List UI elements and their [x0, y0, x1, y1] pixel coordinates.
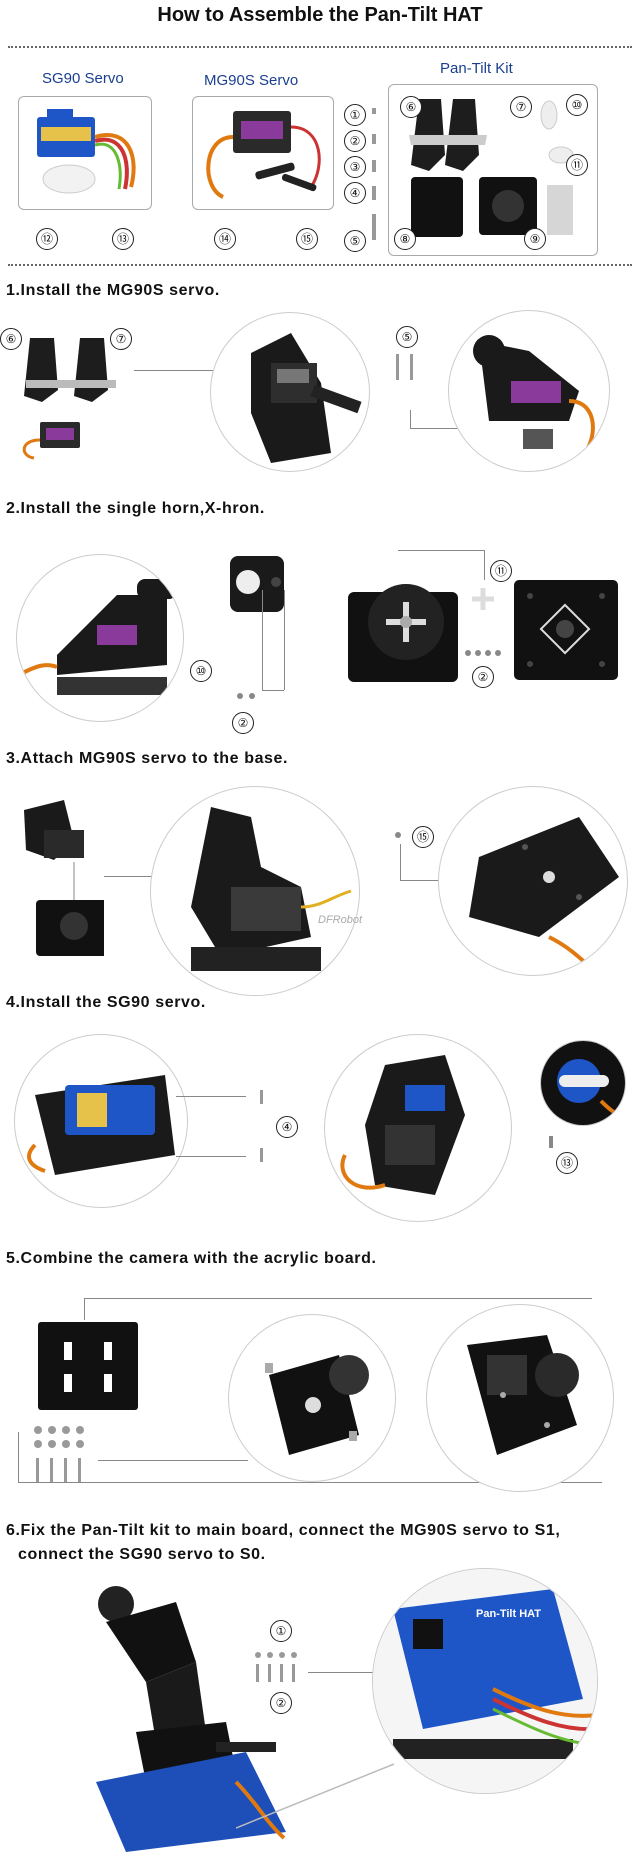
connector-line	[98, 1460, 248, 1461]
screws-column	[370, 104, 378, 248]
step1-screws	[392, 354, 422, 394]
step4-screw	[546, 1136, 556, 1148]
connector-line	[284, 590, 285, 690]
step2-plate-image	[510, 576, 622, 686]
step5-detail-circle	[228, 1314, 396, 1482]
step4-number-13: ⑬	[556, 1152, 578, 1174]
step-6-heading-line-1: 6.Fix the Pan-Tilt kit to main board, co…	[6, 1522, 561, 1539]
connector-line	[18, 1482, 602, 1483]
part-number-15: ⑮	[296, 228, 318, 250]
step2-detail-circle	[16, 554, 184, 722]
step-4-heading: 4.Install the SG90 servo.	[6, 994, 206, 1011]
step3-detail-circle	[150, 786, 360, 996]
part-number-1: ①	[344, 104, 366, 126]
step-5-heading: 5.Combine the camera with the acrylic bo…	[6, 1250, 377, 1267]
step6-assembled-kit	[86, 1582, 286, 1852]
connector-line	[84, 1298, 85, 1320]
part-number-6: ⑥	[400, 96, 422, 118]
board-label: Pan-Tilt HAT	[476, 1608, 541, 1620]
part-number-10: ⑩	[566, 94, 588, 116]
page-title: How to Assemble the Pan-Tilt HAT	[157, 4, 483, 26]
step6-detail-circle	[372, 1568, 598, 1794]
step2-number-11: ⑪	[490, 560, 512, 582]
divider	[8, 264, 632, 266]
step3-number-15: ⑮	[412, 826, 434, 848]
part-number-4: ④	[344, 182, 366, 204]
sg90-label: SG90 Servo	[42, 70, 124, 87]
step4-horn-circle	[540, 1040, 626, 1126]
step3-screw	[394, 830, 402, 840]
step6-number-1: ①	[270, 1620, 292, 1642]
connector-line	[484, 550, 485, 580]
connector-line	[18, 1432, 19, 1482]
step1-brackets-image	[10, 330, 130, 460]
step-2-heading: 2.Install the single horn,X-hron.	[6, 500, 265, 517]
part-number-2: ②	[344, 130, 366, 152]
step4-result-circle	[324, 1034, 512, 1222]
connector-line	[134, 370, 226, 371]
step-3-heading: 3.Attach MG90S servo to the base.	[6, 750, 289, 767]
step5-acrylic-board	[36, 1320, 140, 1412]
divider	[8, 46, 632, 48]
step5-screws	[28, 1424, 98, 1486]
step-1-heading: 1.Install the MG90S servo.	[6, 282, 220, 299]
step2-screws	[234, 690, 264, 702]
step4-number-4: ④	[276, 1116, 298, 1138]
connector-line	[398, 550, 484, 551]
step2-xhorn	[470, 586, 496, 612]
part-number-9: ⑨	[524, 228, 546, 250]
step1-number-6: ⑥	[0, 328, 22, 350]
connector-line	[104, 876, 154, 877]
step2-horn-image	[220, 546, 300, 626]
connector-line	[400, 844, 401, 880]
part-number-7: ⑦	[510, 96, 532, 118]
kit-label: Pan-Tilt Kit	[440, 60, 513, 77]
part-number-14: ⑭	[214, 228, 236, 250]
mg90s-label: MG90S Servo	[204, 72, 299, 89]
part-number-11: ⑪	[566, 154, 588, 176]
mg90s-servo-image	[192, 96, 334, 210]
step2-number-2: ②	[232, 712, 254, 734]
step1-number-5: ⑤	[396, 326, 418, 348]
step6-screws	[252, 1650, 308, 1686]
part-number-12: ⑫	[36, 228, 58, 250]
step3-result-circle	[438, 786, 628, 976]
step3-parts-image	[14, 800, 104, 960]
connector-line	[410, 428, 500, 429]
connector-line	[262, 690, 284, 691]
connector-line	[262, 590, 263, 690]
part-number-3: ③	[344, 156, 366, 178]
part-number-8: ⑧	[394, 228, 416, 250]
step6-number-2: ②	[270, 1692, 292, 1714]
pan-tilt-kit-image	[388, 84, 598, 256]
connector-line	[176, 1096, 246, 1097]
step1-result-circle	[448, 310, 610, 472]
part-number-5: ⑤	[344, 230, 366, 252]
step6-connector	[236, 1760, 396, 1830]
step2-base-image	[346, 566, 464, 688]
connector-line	[176, 1156, 246, 1157]
part-number-13: ⑬	[112, 228, 134, 250]
step4-screws	[256, 1086, 268, 1166]
step2-number-10: ⑩	[190, 660, 212, 682]
step4-detail-circle	[14, 1034, 188, 1208]
step5-result-circle	[426, 1304, 614, 1492]
step1-detail-circle	[210, 312, 370, 472]
connector-line	[410, 410, 411, 428]
step2-screws-b	[462, 648, 502, 658]
watermark: DFRobot	[318, 914, 363, 926]
sg90-servo-image	[18, 96, 152, 210]
step2-number-2b: ②	[472, 666, 494, 688]
connector-line	[308, 1672, 408, 1673]
step1-number-7: ⑦	[110, 328, 132, 350]
step-6-heading-line-2: connect the SG90 servo to S0.	[18, 1546, 266, 1563]
connector-line	[84, 1298, 592, 1299]
